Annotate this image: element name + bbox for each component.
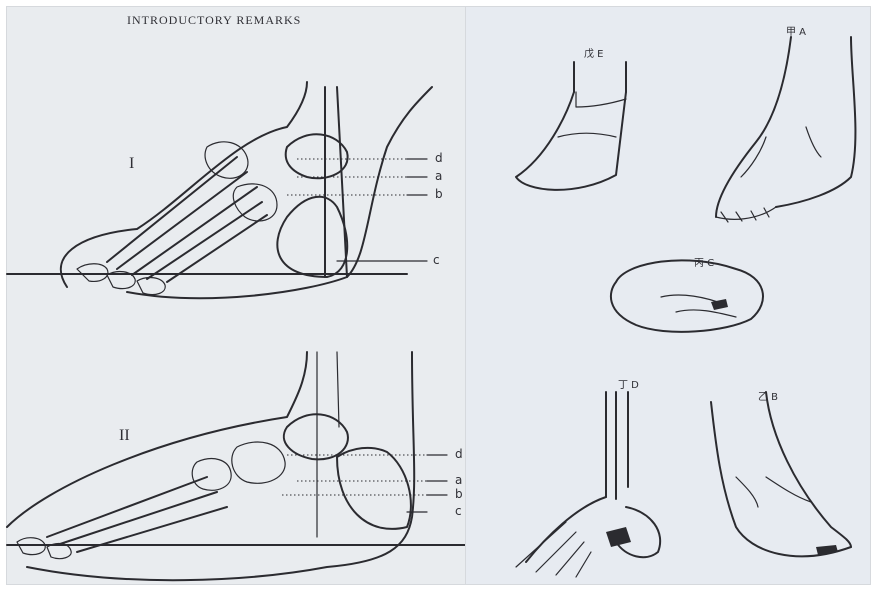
caption-c: 丙 C — [694, 254, 714, 269]
figure-2-numeral: II — [119, 427, 130, 445]
caption-e: 戊 E — [584, 45, 604, 60]
left-page: INTRODUCTORY REMARKS I d a b c — [6, 6, 467, 585]
right-page: 戊 E 甲 A 丙 C 丁 D 乙 B — [465, 6, 871, 585]
figure-2-label-c: c — [455, 504, 462, 518]
figure-2-label-d: d — [455, 447, 463, 461]
caption-b: 乙 B — [758, 388, 778, 403]
figure-2-foot-skeleton — [7, 7, 466, 584]
figure-2-label-a: a — [455, 473, 462, 487]
right-page-foot-drawings — [466, 7, 870, 584]
caption-d: 丁 D — [618, 376, 639, 391]
figure-2-label-b: b — [455, 487, 463, 501]
caption-a: 甲 A — [786, 23, 806, 38]
